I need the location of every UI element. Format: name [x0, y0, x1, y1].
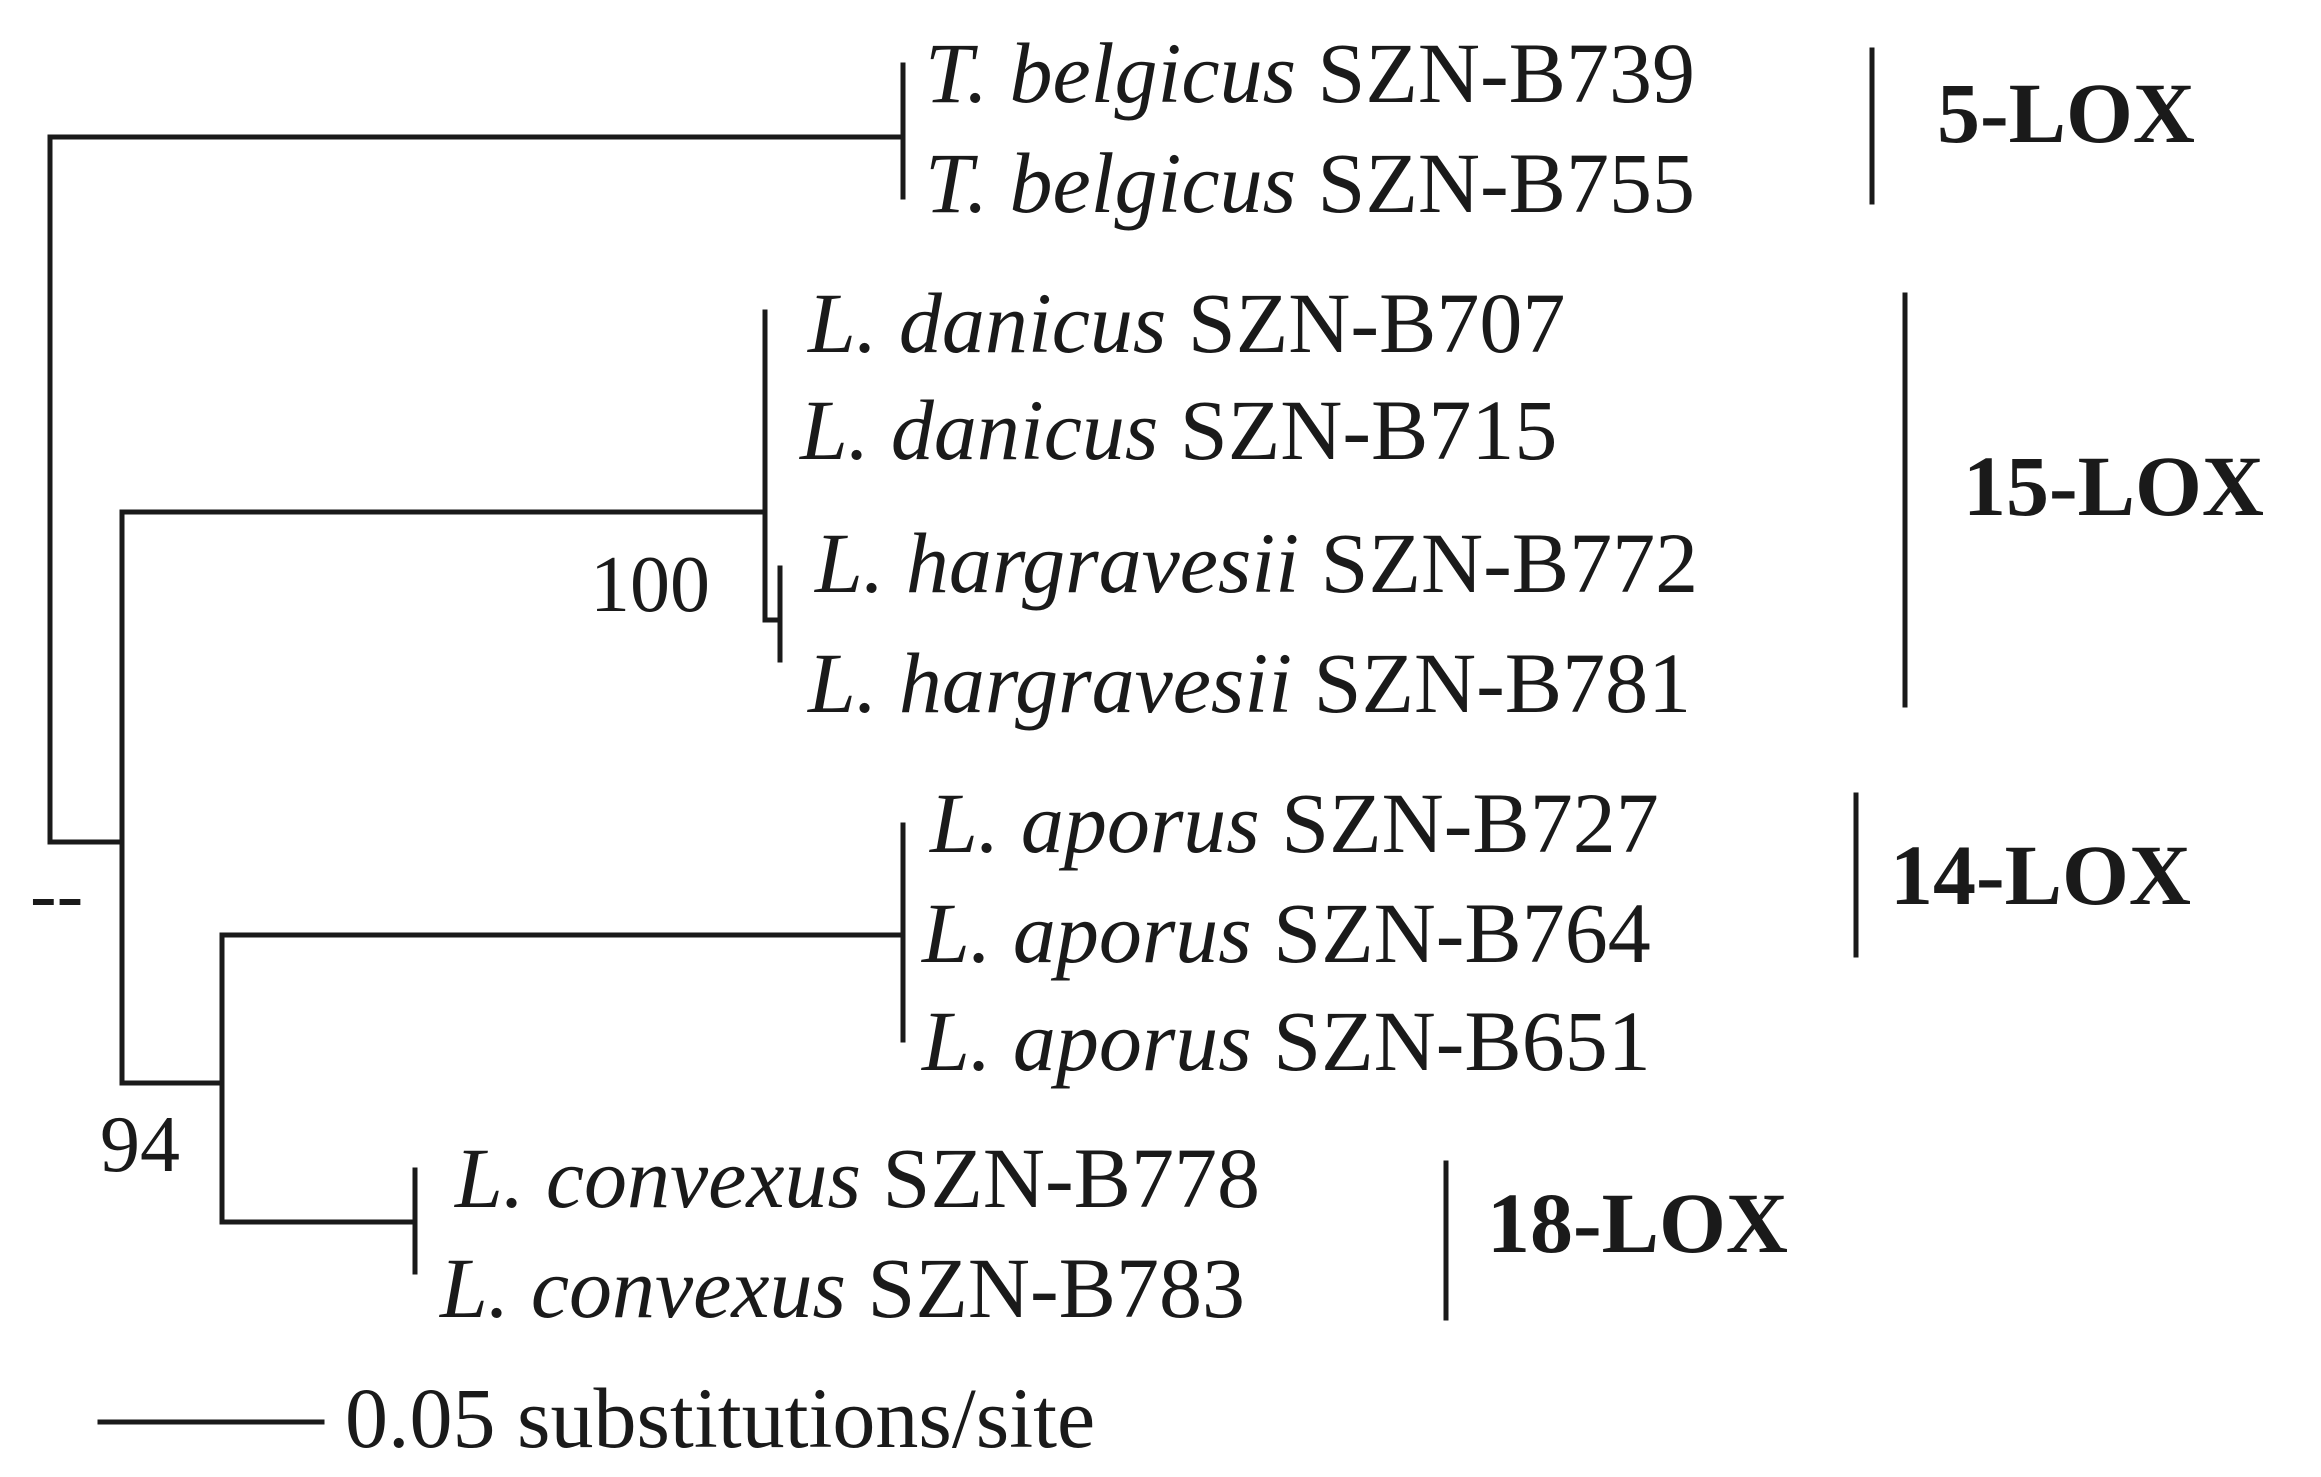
taxon-label: L. convexus SZN-B778	[455, 1135, 1260, 1221]
taxon-strain: SZN-B727	[1281, 775, 1659, 871]
group-label-5lox: 5-LOX	[1937, 65, 2195, 161]
scale-bar-label: 0.05 substitutions/site	[345, 1370, 1096, 1466]
taxon-genus: L. aporus	[922, 993, 1252, 1089]
taxon-strain: SZN-B707	[1187, 275, 1566, 371]
taxon-strain: SZN-B781	[1313, 635, 1692, 731]
taxon-genus: L. aporus	[930, 775, 1260, 871]
taxon-genus: L. convexus	[440, 1240, 846, 1336]
taxon-strain: SZN-B764	[1273, 885, 1651, 981]
taxon-label: L. aporus SZN-B727	[930, 780, 1659, 866]
taxon-genus: L. danicus	[800, 382, 1159, 478]
taxon-label: T. belgicus SZN-B739	[925, 30, 1695, 116]
taxon-genus: T. belgicus	[925, 135, 1297, 231]
taxon-strain: SZN-B783	[867, 1240, 1245, 1336]
taxon-strain: SZN-B755	[1317, 135, 1696, 231]
taxon-genus: T. belgicus	[925, 25, 1297, 121]
taxon-strain: SZN-B715	[1179, 382, 1558, 478]
taxon-strain: SZN-B772	[1320, 515, 1699, 611]
taxon-genus: L. danicus	[808, 275, 1167, 371]
taxon-label: L. aporus SZN-B651	[922, 998, 1651, 1084]
support-value-100: 100	[590, 541, 710, 629]
taxon-genus: L. hargravesii	[808, 635, 1293, 731]
taxon-label: L. danicus SZN-B707	[808, 280, 1565, 366]
support-value-94: 94	[100, 1101, 180, 1189]
taxon-label: L. hargravesii SZN-B781	[808, 640, 1691, 726]
group-label-18lox: 18-LOX	[1487, 1175, 1788, 1271]
taxon-label: L. aporus SZN-B764	[922, 890, 1651, 976]
taxon-strain: SZN-B778	[882, 1130, 1260, 1226]
taxon-label: L. danicus SZN-B715	[800, 387, 1557, 473]
taxon-genus: L. hargravesii	[815, 515, 1300, 611]
taxon-genus: L. convexus	[455, 1130, 861, 1226]
taxon-genus: L. aporus	[922, 885, 1252, 981]
group-label-15lox: 15-LOX	[1963, 438, 2264, 534]
taxon-strain: SZN-B739	[1317, 25, 1696, 121]
taxon-label: T. belgicus SZN-B755	[925, 140, 1695, 226]
group-label-14lox: 14-LOX	[1890, 827, 2191, 923]
taxon-label: L. hargravesii SZN-B772	[815, 520, 1698, 606]
support-value-root: --	[30, 851, 84, 939]
taxon-label: L. convexus SZN-B783	[440, 1245, 1245, 1331]
taxon-strain: SZN-B651	[1273, 993, 1651, 1089]
